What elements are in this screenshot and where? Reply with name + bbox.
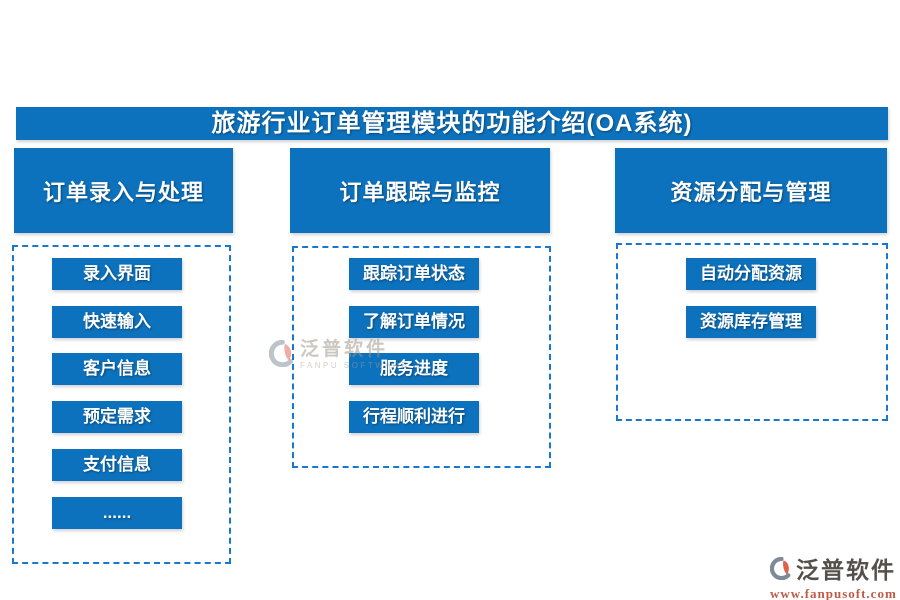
feature-item: 自动分配资源	[686, 258, 816, 290]
feature-item: 跟踪订单状态	[349, 258, 479, 290]
group-box-resource-management	[616, 243, 888, 421]
feature-item: 行程顺利进行	[349, 401, 479, 433]
page-title: 旅游行业订单管理模块的功能介绍(OA系统)	[16, 107, 888, 140]
column-header-order-tracking: 订单跟踪与监控	[290, 148, 550, 233]
group-box-order-tracking	[292, 246, 551, 468]
feature-item-ellipsis: ......	[52, 497, 182, 529]
feature-item: 预定需求	[52, 401, 182, 433]
group-box-order-entry	[12, 245, 231, 564]
feature-item: 服务进度	[349, 353, 479, 385]
column-header-resource-management: 资源分配与管理	[615, 148, 887, 233]
feature-item: 资源库存管理	[686, 306, 816, 338]
footer-brand-text: 泛普软件	[796, 557, 896, 583]
feature-item: 了解订单情况	[349, 306, 479, 338]
website-url: www.fanpusoft.com	[770, 586, 897, 600]
column-header-order-entry: 订单录入与处理	[14, 148, 233, 233]
feature-item: 客户信息	[52, 353, 182, 385]
feature-item: 录入界面	[52, 258, 182, 290]
fanpu-logo-icon	[770, 556, 793, 580]
feature-item: 快速输入	[52, 306, 182, 338]
footer-logo: 泛普软件 www.fanpusoft.com	[770, 551, 897, 600]
feature-item: 支付信息	[52, 449, 182, 481]
